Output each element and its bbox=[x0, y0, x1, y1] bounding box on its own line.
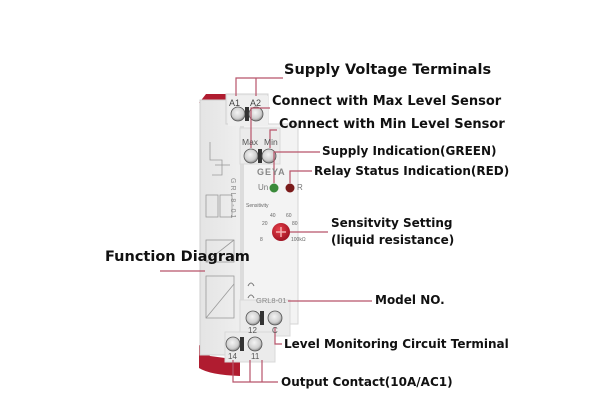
terminal-label-a2: A2 bbox=[250, 98, 262, 108]
led-label-r: R bbox=[297, 183, 303, 192]
model-label-side: GRL8-01 bbox=[229, 178, 236, 221]
led-label-un: Un bbox=[258, 183, 269, 192]
terminal-label-11: 11 bbox=[251, 352, 260, 361]
screw-11 bbox=[247, 336, 263, 352]
bottom-clip bbox=[199, 345, 240, 376]
label-liquid-resistance: (liquid resistance) bbox=[331, 233, 455, 247]
label-supply-indication: Supply Indication(GREEN) bbox=[322, 144, 497, 158]
label-function-diagram: Function Diagram bbox=[105, 249, 250, 265]
dial-scale-80: 80 bbox=[292, 221, 298, 227]
label-output-contact: Output Contact(10A/AC1) bbox=[281, 375, 453, 389]
dial-scale-40: 40 bbox=[270, 213, 276, 219]
terminal-label-min: Min bbox=[264, 137, 278, 147]
screw-c bbox=[267, 310, 283, 326]
dial-scale-8: 8 bbox=[260, 237, 263, 243]
label-sensitivity-setting: Sensitvity Setting bbox=[331, 216, 453, 230]
label-max-level-sensor: Connect with Max Level Sensor bbox=[272, 94, 502, 109]
dial-scale-60: 60 bbox=[286, 213, 292, 219]
terminal-label-c: C bbox=[272, 326, 278, 335]
annotation-lines bbox=[160, 77, 372, 383]
screw-a2 bbox=[248, 106, 264, 122]
led-green bbox=[269, 183, 279, 193]
terminal-label-14: 14 bbox=[228, 352, 237, 361]
terminal-label-12: 12 bbox=[248, 326, 257, 335]
screw-14 bbox=[225, 336, 241, 352]
label-relay-status: Relay Status Indication(RED) bbox=[314, 164, 510, 178]
side-panel bbox=[199, 99, 243, 356]
dial-scale-20: 20 bbox=[262, 221, 268, 227]
model-label-front: GRL8-01 bbox=[256, 296, 287, 305]
label-min-level-sensor: Connect with Min Level Sensor bbox=[279, 117, 505, 132]
screw-12 bbox=[245, 310, 261, 326]
label-level-monitoring-terminal: Level Monitoring Circuit Terminal bbox=[284, 337, 509, 351]
brand-logo: GEYA bbox=[257, 167, 286, 177]
dial-scale-100k: 100kΩ bbox=[291, 237, 306, 243]
screw-a1 bbox=[230, 106, 246, 122]
function-diagram-drawing bbox=[205, 142, 235, 319]
terminal-label-a1: A1 bbox=[229, 98, 241, 108]
label-supply-voltage-terminals: Supply Voltage Terminals bbox=[284, 62, 492, 78]
label-model-no: Model NO. bbox=[375, 293, 445, 307]
led-red bbox=[285, 183, 295, 193]
dial-title: Sensitivity bbox=[246, 203, 269, 209]
screw-min bbox=[261, 148, 277, 164]
terminal-label-max: Max bbox=[242, 137, 259, 147]
screw-max bbox=[243, 148, 259, 164]
